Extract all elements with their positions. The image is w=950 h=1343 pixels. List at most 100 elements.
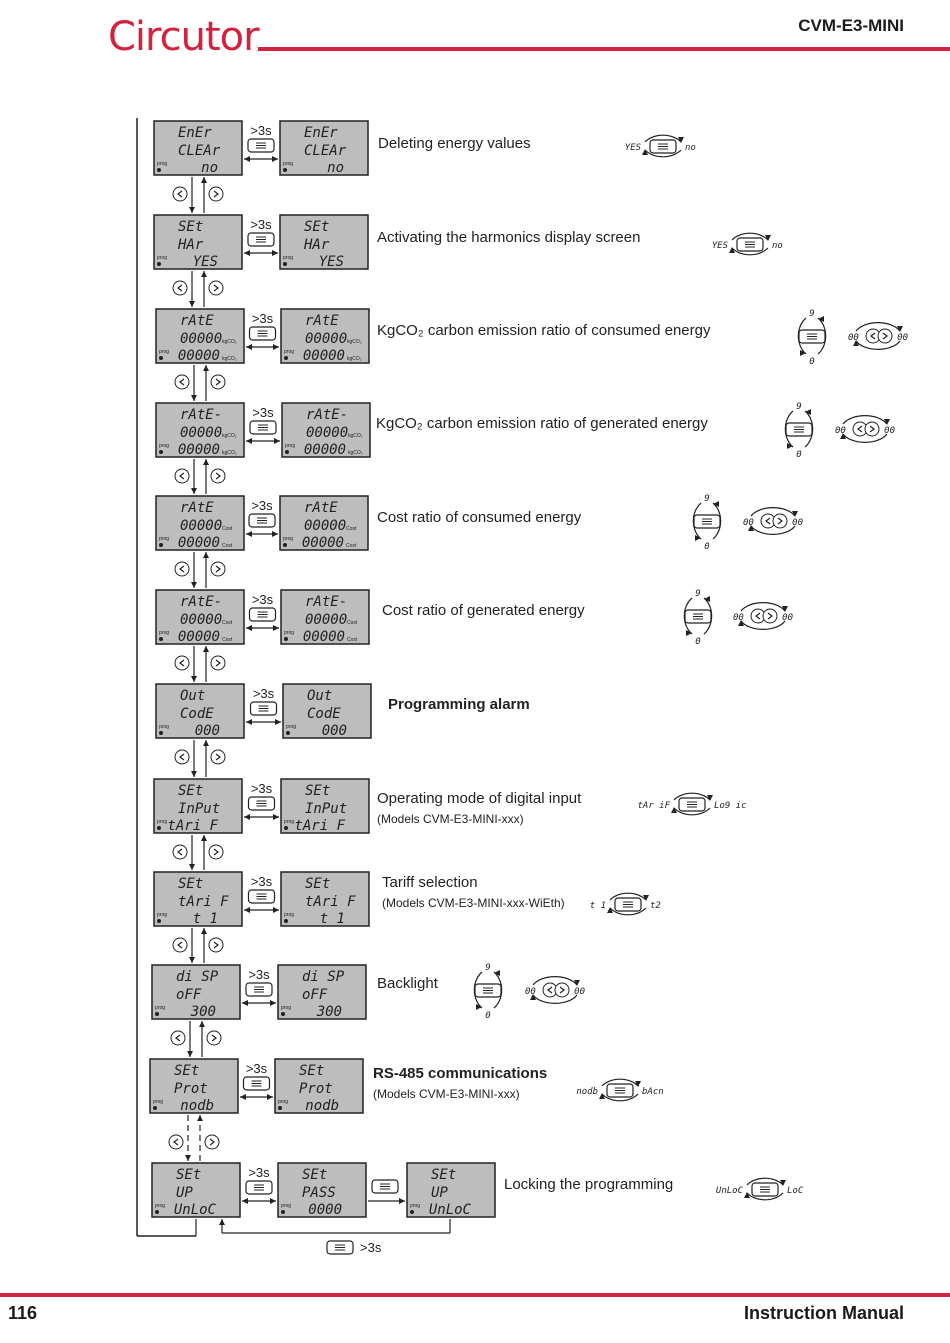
lcd-screen xyxy=(149,1058,239,1114)
menu-button-icon xyxy=(751,1182,779,1197)
menu-button-icon xyxy=(242,1076,271,1091)
nav-key-icon xyxy=(864,421,880,437)
row-description: Backlight xyxy=(377,975,438,992)
prog-label: prog xyxy=(159,349,169,355)
lcd-line-2: 00000 xyxy=(180,612,222,628)
prog-label: prog xyxy=(410,1203,420,1209)
prog-label: prog xyxy=(281,1005,291,1011)
arrowhead xyxy=(201,177,207,183)
nav-key-icon xyxy=(210,561,226,577)
prog-label: prog xyxy=(283,161,293,167)
lcd-line-1: SEt xyxy=(178,219,203,235)
lcd-line-2: HAr xyxy=(177,237,204,253)
row-models-note: (Models CVM-E3-MINI-xxx-WiEth) xyxy=(382,896,565,910)
arrowhead xyxy=(642,149,648,155)
lcd-line-1: rAtE- xyxy=(305,594,347,610)
lcd-line-2: 00000 xyxy=(306,425,348,441)
nav-key-icon xyxy=(210,749,226,765)
lcd-line-3: tAri F xyxy=(167,818,218,834)
prog-label: prog xyxy=(286,724,296,730)
arrowhead xyxy=(270,1198,276,1204)
lcd-line-3: 0000 xyxy=(308,1202,342,1218)
lcd-unit: kgCO₂ xyxy=(222,339,237,345)
prog-key-icon xyxy=(283,543,287,547)
lcd-line-1: SEt xyxy=(305,876,330,892)
lcd-line-3: 00000 xyxy=(178,442,220,458)
lcd-line-3: UnLoC xyxy=(429,1202,472,1218)
row-description: Tariff selection xyxy=(382,874,478,891)
digit-bottom: 0 xyxy=(809,357,814,367)
nav-key-icon xyxy=(174,374,190,390)
hold-label: >3s xyxy=(251,874,273,889)
lcd-line-2: 00000 xyxy=(180,518,222,534)
lcd-line-3: nodb xyxy=(180,1098,214,1114)
arrowhead xyxy=(897,326,903,332)
arrowhead xyxy=(678,137,684,143)
prog-key-icon xyxy=(281,1012,285,1016)
lcd-screen xyxy=(280,871,370,927)
arrowhead xyxy=(273,344,279,350)
lcd-screen xyxy=(153,120,243,176)
model-name: CVM-E3-MINI xyxy=(798,16,904,35)
prog-label: prog xyxy=(284,349,294,355)
lcd-line-2: CLEAr xyxy=(304,143,347,159)
arrowhead xyxy=(191,582,197,588)
nav-key-icon xyxy=(877,328,893,344)
page-number: 116 xyxy=(8,1303,38,1323)
lcd-line-1: Out xyxy=(180,688,205,704)
nav-key-icon xyxy=(208,844,224,860)
lcd-line-1: SEt xyxy=(178,783,203,799)
arrowhead xyxy=(240,1094,246,1100)
hold-label: >3s xyxy=(246,1061,268,1076)
option-b: no xyxy=(685,143,696,153)
nav-key-icon xyxy=(206,1030,222,1046)
prog-key-icon xyxy=(159,543,163,547)
arrowhead xyxy=(191,676,197,682)
menu-button-icon xyxy=(693,514,721,529)
lcd-line-3: 00000 xyxy=(178,629,220,645)
digit-top: 9 xyxy=(485,963,490,973)
lcd-line-3: 000 xyxy=(195,723,220,739)
lcd-line-1: rAtE- xyxy=(180,594,222,610)
arrowhead xyxy=(476,1004,482,1010)
arrowhead xyxy=(201,271,207,277)
lcd-line-3: t 1 xyxy=(320,911,345,927)
digit-right: 00 xyxy=(897,333,908,343)
menu-button-icon xyxy=(247,138,275,153)
hold-label: >3s xyxy=(253,686,275,701)
lcd-line-2: tAri F xyxy=(178,894,229,910)
prog-label: prog xyxy=(159,724,169,730)
lcd-unit: kgCO₂ xyxy=(222,450,237,456)
option-b: Lo9 ic xyxy=(714,801,747,811)
hold-label: >3s xyxy=(248,967,270,982)
lcd-line-1: SEt xyxy=(431,1167,456,1183)
prog-key-icon xyxy=(159,450,163,454)
digit-left: 00 xyxy=(848,333,859,343)
option-a: YES xyxy=(712,241,729,251)
nav-key-icon xyxy=(208,186,224,202)
option-b: LoC xyxy=(787,1186,804,1196)
lcd-line-1: SEt xyxy=(176,1167,201,1183)
arrowhead xyxy=(713,501,719,507)
prog-label: prog xyxy=(278,1099,288,1105)
row-models-note: (Models CVM-E3-MINI-xxx) xyxy=(373,1087,520,1101)
option-b: t2 xyxy=(650,901,661,911)
lcd-line-1: SEt xyxy=(299,1063,324,1079)
nav-key-icon xyxy=(172,937,188,953)
arrowhead xyxy=(704,596,710,602)
lcd-line-3: nodb xyxy=(305,1098,339,1114)
arrowhead xyxy=(780,1180,786,1186)
menu-button-icon xyxy=(326,1240,354,1255)
prog-key-icon xyxy=(157,168,161,172)
